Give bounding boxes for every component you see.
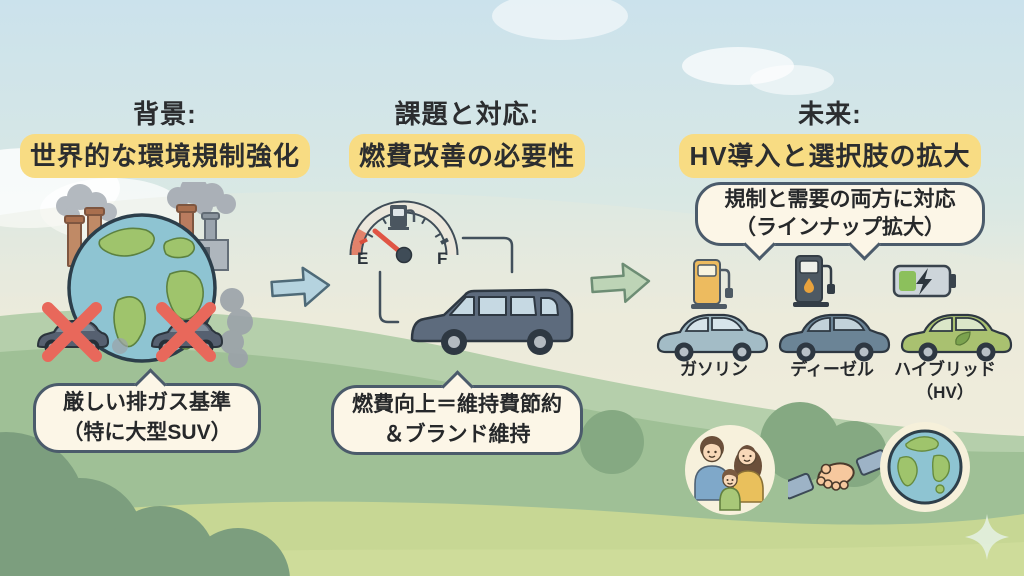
header-future: 未来: HV導入と選択肢の拡大 — [668, 94, 992, 178]
regulation-bubble-line1: 厳しい排ガス基準 — [63, 391, 231, 415]
fuel-economy-bubble: 燃費向上＝維持費節約 ＆ブランド維持 — [331, 370, 583, 455]
lineup-bubble-line1: 規制と需要の両方に対応 — [724, 187, 956, 211]
arrow-right-icon — [270, 266, 331, 307]
bushes-left — [0, 432, 290, 576]
gauge-empty-label: E — [357, 249, 369, 268]
vehicle-lineup — [656, 255, 1013, 362]
label-gasoline: ガソリン — [680, 360, 748, 379]
fuel-pump-icon — [388, 205, 416, 230]
sparkle-icon — [965, 514, 1009, 560]
family-icon — [685, 425, 775, 515]
highlight-pill: 世界的な環境規制強化 — [19, 134, 310, 178]
highlight-pill: HV導入と選択肢の拡大 — [679, 134, 981, 178]
arrow-right-icon — [590, 262, 651, 303]
gas-pump-icon — [691, 259, 733, 309]
leaf-icon — [955, 331, 971, 346]
highlight-pill: 燃費改善の必要性 — [348, 134, 585, 178]
header-future-line2: HV導入と選択肢の拡大 — [668, 134, 992, 178]
header-challenge-line1: 課題と対応: — [394, 99, 540, 129]
smoke-icon — [112, 288, 253, 368]
needle-hub — [395, 246, 413, 264]
header-background-line1: 背景: — [133, 99, 197, 129]
label-hybrid: ハイブリッド （HV） — [880, 359, 1010, 405]
lineup-bubble: 規制と需要の両方に対応 （ラインナップ拡大） — [695, 182, 985, 261]
header-challenge-line2: 燃費改善の必要性 — [342, 134, 592, 178]
lineup-bubble-line2: （ラインナップ拡大） — [735, 216, 945, 239]
fuel-economy-bubble-line2: ＆ブランド維持 — [383, 423, 531, 446]
pollution-illustration — [36, 182, 253, 368]
label-diesel: ディーゼル — [790, 360, 874, 379]
earth-icon — [880, 422, 970, 512]
header-challenge: 課題と対応: 燃費改善の必要性 — [342, 94, 592, 178]
sedan-diesel-icon — [778, 313, 891, 362]
handshake-icon — [788, 449, 884, 500]
regulation-bubble-line2: （特に大型SUV） — [62, 421, 232, 444]
suv-icon — [410, 288, 574, 355]
hybrid-car-icon — [900, 313, 1013, 362]
cross-icon — [156, 302, 216, 362]
empty-marker — [359, 237, 368, 245]
header-background: 背景: 世界的な環境規制強化 — [10, 94, 320, 178]
header-background-line2: 世界的な環境規制強化 — [10, 134, 320, 178]
battery-charging-icon — [892, 264, 956, 298]
sedan-gasoline-icon — [656, 313, 769, 362]
label-hybrid-line2: （HV） — [916, 382, 974, 402]
fuel-gauge-icon — [349, 200, 459, 264]
smoke-icon — [167, 182, 236, 215]
cross-icon — [42, 302, 102, 362]
full-marker — [440, 237, 449, 245]
diesel-pump-icon — [793, 255, 835, 307]
regulation-bubble: 厳しい排ガス基準 （特に大型SUV） — [33, 368, 261, 453]
fuel-economy-bubble-line1: 燃費向上＝維持費節約 — [352, 393, 562, 417]
header-future-line1: 未来: — [798, 99, 862, 129]
label-hybrid-line1: ハイブリッド — [894, 360, 996, 379]
gauge-full-label: F — [437, 249, 448, 268]
